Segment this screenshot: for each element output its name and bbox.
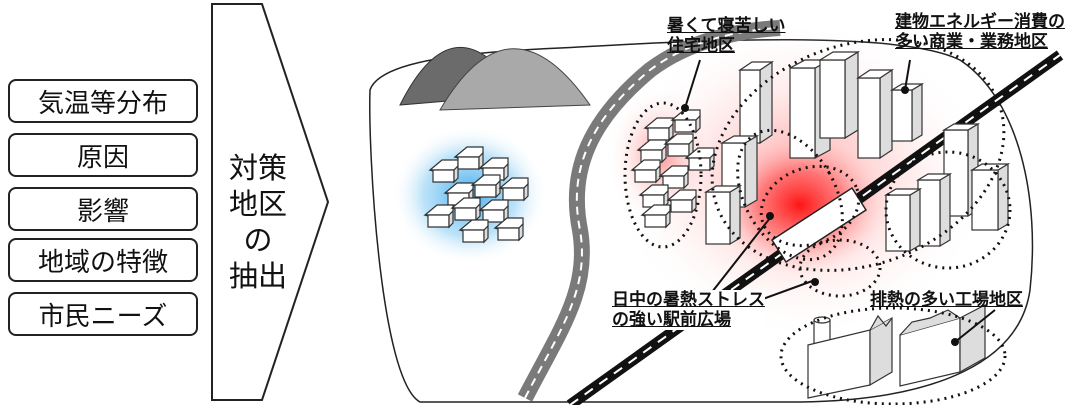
arrow-label-line: 抽出: [228, 259, 287, 293]
factor-box-impact: 影響: [8, 187, 198, 231]
arrow-label-line: の: [243, 223, 273, 257]
factor-label: 原因: [76, 142, 129, 173]
factor-box-cause: 原因: [8, 133, 198, 177]
leader-residential: [684, 59, 701, 109]
annotation-commercial: 建物エネルギー消費の 多い商業・業務地区: [895, 12, 1065, 52]
annotation-line: 建物エネルギー消費の: [895, 12, 1065, 32]
arrow-label: 対策 地区 の 抽出: [228, 150, 288, 294]
station-outline: [736, 128, 844, 262]
commercial-east-outline: [884, 150, 1012, 270]
arrow-label-line: 対策: [228, 151, 287, 185]
plaza-outline: [798, 238, 882, 298]
factor-box-temperature: 気温等分布: [8, 79, 198, 123]
factory-buildings: [807, 304, 986, 399]
annotation-line: 多い商業・業務地区: [895, 32, 1048, 52]
factor-box-citizen: 市民ニーズ: [8, 292, 198, 336]
annotation-line: 日中の暑熱ストレス: [612, 290, 765, 310]
arrow-shape: [211, 3, 330, 401]
factor-label: 地域の特徴: [37, 247, 168, 278]
annotation-line: 暑くて寝苦しい: [667, 16, 786, 36]
leader-station: [711, 217, 771, 293]
annotation-factory: 排熱の多い工場地区: [870, 290, 1023, 310]
mountain-light: [439, 48, 591, 111]
leader-factory: [954, 309, 996, 343]
annotation-station: 日中の暑熱ストレス の強い駅前広場: [612, 290, 765, 330]
commercial-outline: [710, 38, 1006, 272]
factor-box-region: 地域の特徴: [8, 238, 198, 282]
residential-outline: [623, 101, 703, 249]
factor-label: 気温等分布: [37, 88, 168, 119]
factor-label: 市民ニーズ: [38, 301, 168, 332]
leader-plaza: [759, 279, 816, 301]
factor-label: 影響: [76, 196, 129, 227]
annotation-residential: 暑くて寝苦しい 住宅地区: [667, 16, 786, 56]
factory-outline: [779, 306, 1007, 405]
annotation-line: 排熱の多い工場地区: [870, 290, 1023, 310]
annotation-line: 住宅地区: [667, 36, 735, 56]
commercial-buildings: [703, 50, 1011, 253]
leader-commercial: [904, 59, 911, 91]
arrow-label-line: 地区: [228, 187, 287, 221]
annotation-line: の強い駅前広場: [612, 310, 731, 330]
